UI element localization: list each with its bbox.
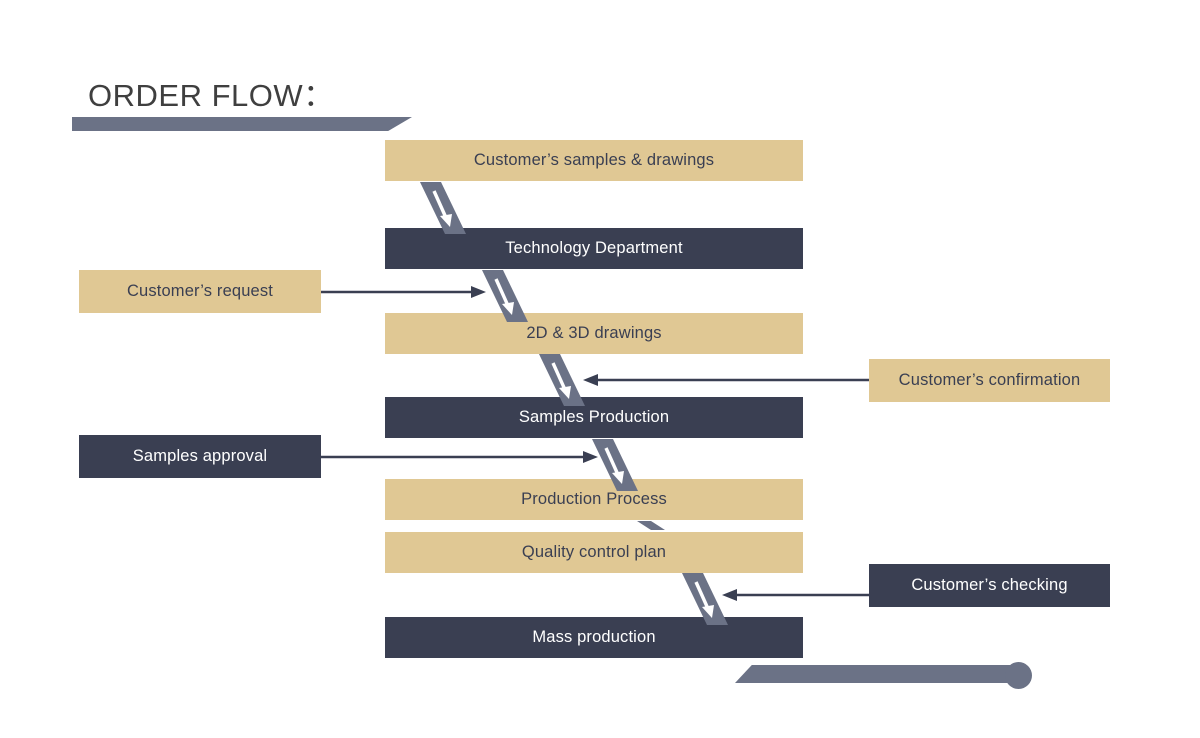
bottom-accent-bar [735, 665, 1015, 683]
page-title: ORDER FLOW： [88, 78, 335, 113]
down-arrow-icon-5 [682, 573, 728, 625]
down-arrow-icon-4 [592, 439, 638, 491]
arrow-left-customers-confirmation [583, 371, 869, 389]
arrow-right-customers-request [321, 283, 486, 301]
arrow-left-customers-checking [722, 586, 869, 604]
down-arrow-icon-2 [482, 270, 528, 322]
top-accent-bar [72, 117, 412, 131]
flow-step-mass-production[interactable]: Mass production [385, 617, 803, 658]
flow-step-quality-control-plan[interactable]: Quality control plan [385, 532, 803, 573]
input-customers-checking[interactable]: Customer’s checking [869, 564, 1110, 607]
flow-step-label: Samples Production [518, 407, 670, 426]
flow-step-label: Quality control plan [521, 542, 667, 561]
down-arrow-icon-1 [420, 182, 466, 234]
input-customers-request[interactable]: Customer’s request [79, 270, 321, 313]
flow-step-label: Mass production [532, 627, 656, 646]
flow-step-label: Customer’s samples & drawings [473, 150, 715, 169]
flow-step-samples-production[interactable]: Samples Production [385, 397, 803, 438]
input-customers-confirmation[interactable]: Customer’s confirmation [869, 359, 1110, 402]
input-label: Customer’s checking [911, 575, 1068, 594]
down-arrow-stub-icon [637, 521, 665, 530]
flow-step-2d-3d-drawings[interactable]: 2D & 3D drawings [385, 313, 803, 354]
down-arrow-icon-3 [539, 354, 585, 406]
flow-step-technology-department[interactable]: Technology Department [385, 228, 803, 269]
arrow-right-samples-approval [321, 448, 598, 466]
flow-step-production-process[interactable]: Production Process [385, 479, 803, 520]
flow-step-customers-samples-drawings[interactable]: Customer’s samples & drawings [385, 140, 803, 181]
flow-step-label: Technology Department [505, 238, 683, 257]
flow-step-label: Production Process [521, 489, 667, 508]
input-label: Customer’s confirmation [898, 370, 1081, 389]
flow-step-label: 2D & 3D drawings [526, 323, 662, 342]
bottom-accent-dot [1005, 662, 1032, 689]
input-label: Samples approval [132, 446, 268, 465]
input-samples-approval[interactable]: Samples approval [79, 435, 321, 478]
input-label: Customer’s request [126, 281, 274, 300]
